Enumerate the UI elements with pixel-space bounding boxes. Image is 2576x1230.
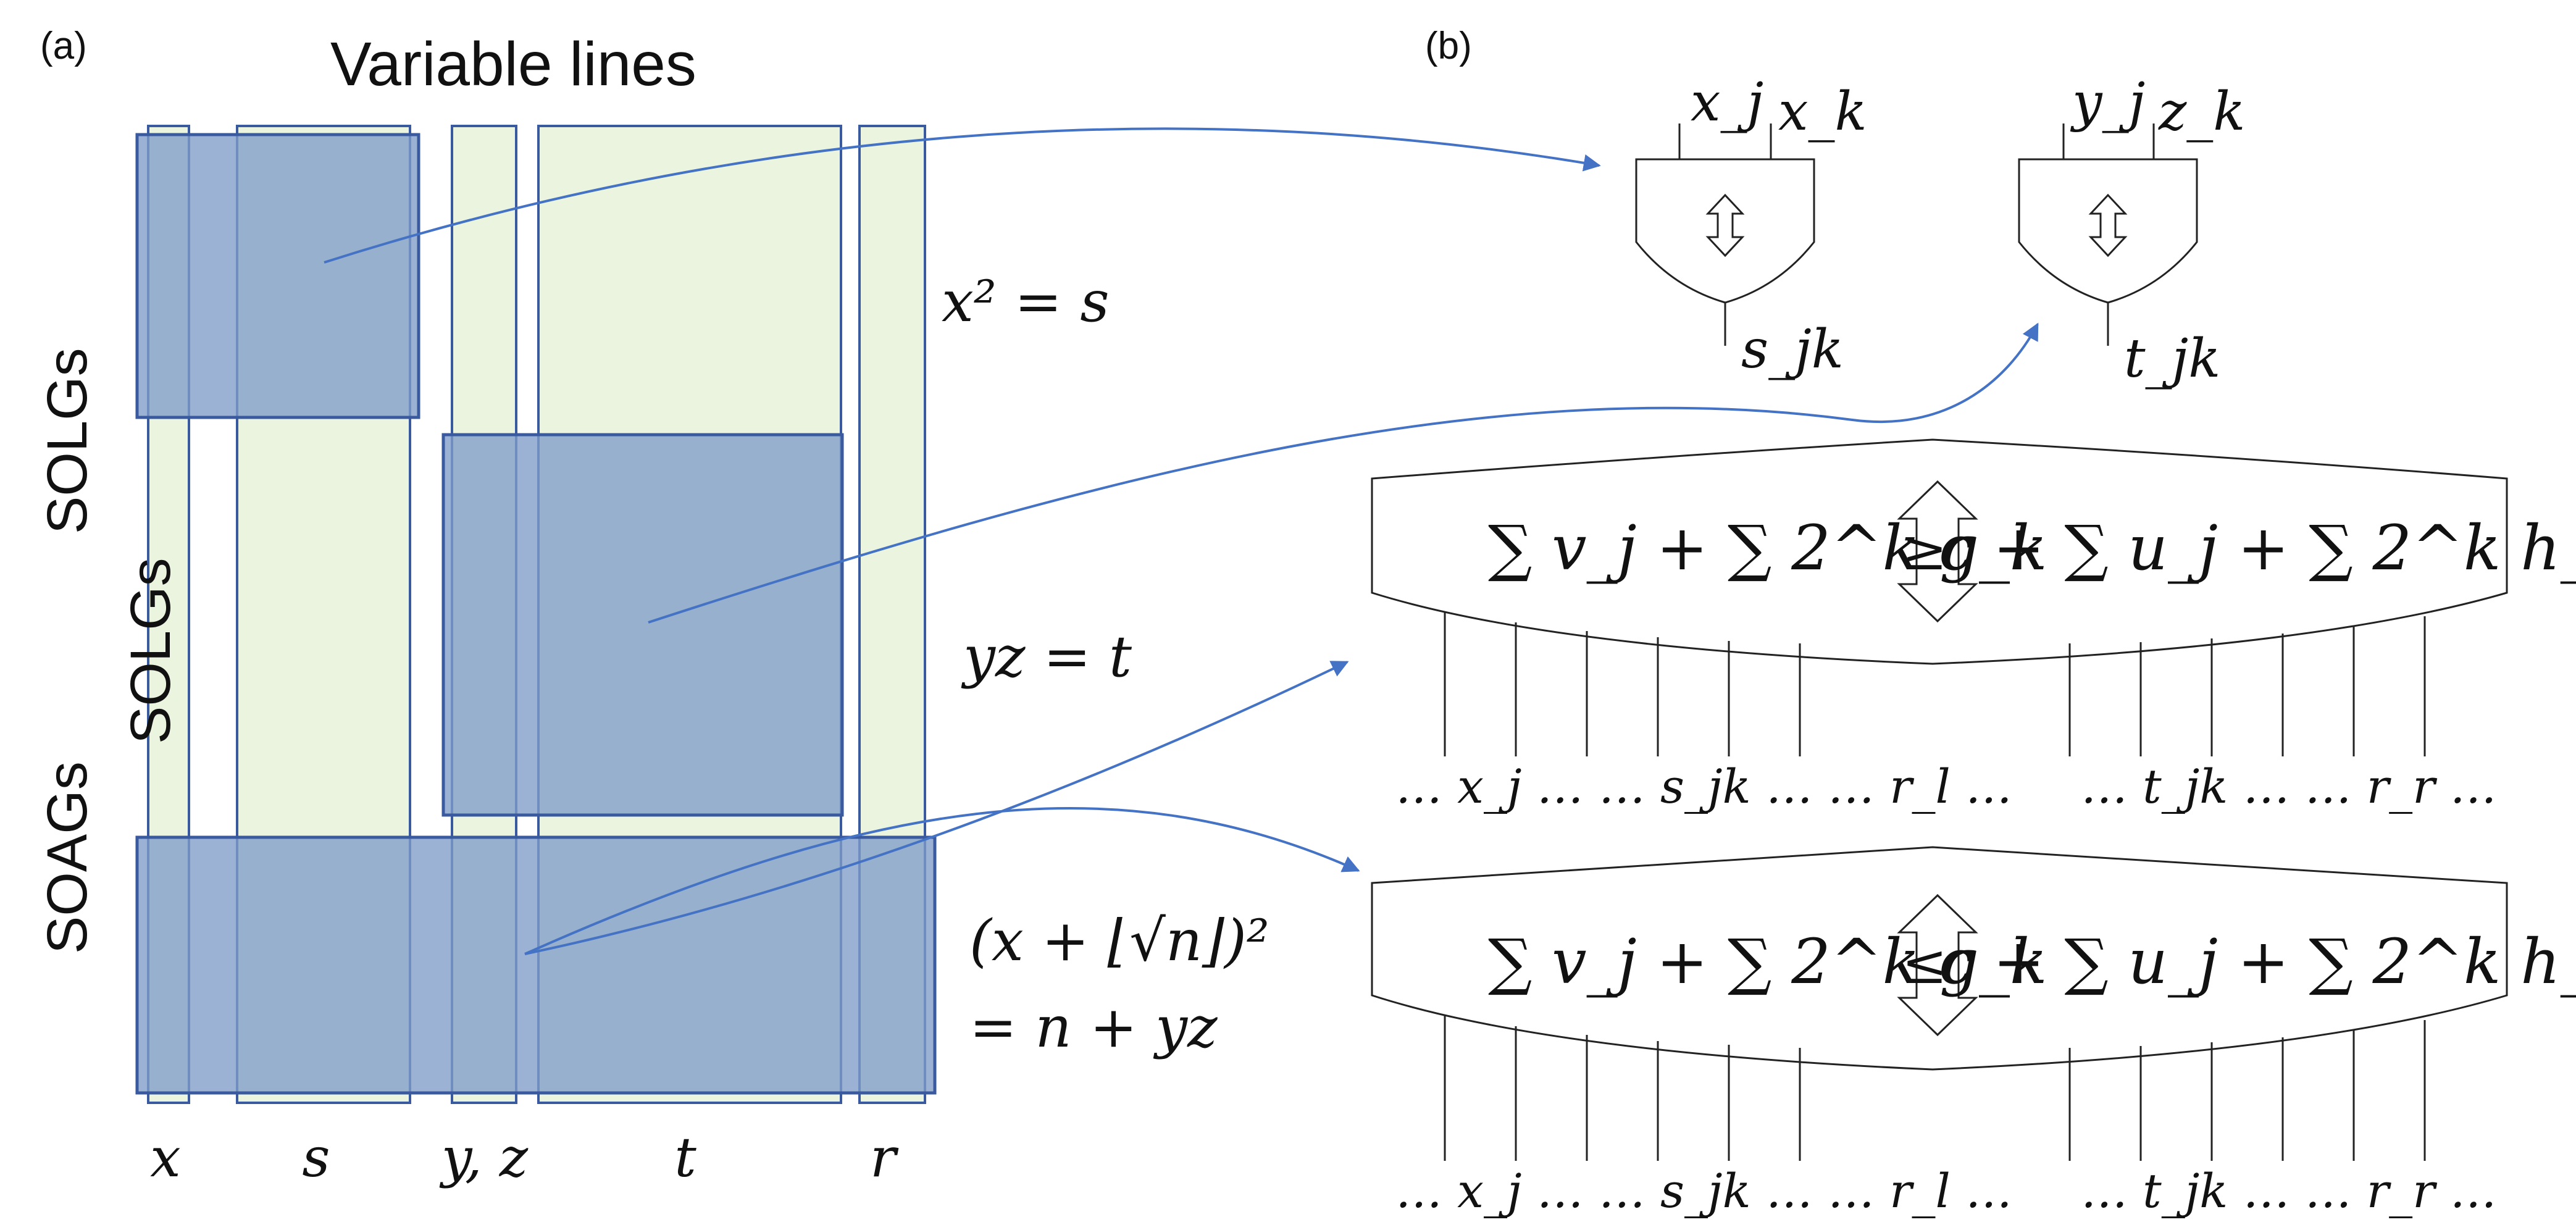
panel-a: (a) Variable lines SOLGs SOLGs SOAGs x s… [36, 25, 1269, 1189]
gate1-input-leads [1678, 123, 1772, 159]
solgs-block-square [135, 133, 420, 419]
gate2-input-leads [2062, 123, 2155, 159]
column-label-x: x [150, 1126, 181, 1189]
ineq1-bidirectional-icon [1897, 480, 1978, 623]
ineq1-lhs: ∑ v_j + ∑ 2^k g_k [1488, 512, 2047, 584]
ineq1-rhs: c + ∑ u_j + ∑ 2^k h_k [1939, 512, 2576, 584]
ineq2-bidirectional-icon [1897, 893, 1978, 1037]
inequality-gate-geq: ∑ v_j + ∑ 2^k g_k ≥ c + ∑ u_j + ∑ 2^k h_… [1371, 438, 2576, 814]
gate1-input-2: x_k [1778, 81, 1867, 143]
gate2-input-2: z_k [2158, 81, 2245, 143]
arrow-soags-to-ineq2 [524, 806, 1360, 955]
row-label-solgs-top: SOLGs [36, 348, 99, 534]
gate2-bidirectional-icon [2088, 193, 2128, 257]
connector-arrows [324, 127, 2039, 955]
ineq2-variables-left: … x_j … … s_jk … … r_l … [1395, 1163, 2012, 1218]
gate-product: y_j z_k t_jk [2018, 72, 2245, 390]
arrow-product-to-gate2 [648, 322, 2039, 624]
equation-square: x² = s [942, 269, 1110, 335]
column-label-s: s [302, 1126, 330, 1189]
column-labels: x s y, z t r [150, 1126, 899, 1189]
ineq1-operator: ≥ [1902, 519, 1947, 582]
gate2-input-1: y_j [2070, 72, 2145, 133]
solgs-block-product [441, 433, 844, 817]
ineq2-lhs: ∑ v_j + ∑ 2^k g_k [1488, 926, 2047, 998]
ineq2-variable-leads [1444, 1016, 2426, 1161]
equation-product: yz = t [961, 624, 1132, 690]
equation-main-line2: = n + yz [969, 994, 1218, 1060]
ineq2-operator: ≤ [1902, 932, 1947, 996]
panel-a-title: Variable lines [330, 30, 696, 99]
column-label-yz: y, z [439, 1126, 529, 1189]
row-label-soags: SOAGs [36, 761, 99, 954]
panel-a-label: (a) [40, 25, 87, 67]
gate1-body [1635, 158, 1815, 304]
gate-square: x_j x_k s_jk [1635, 72, 1867, 380]
gate1-bidirectional-icon [1705, 193, 1745, 257]
gate2-output: t_jk [2124, 328, 2220, 390]
ineq1-variables-left: … x_j … … s_jk … … r_l … [1395, 759, 2012, 814]
ineq2-rhs: c + ∑ u_j + ∑ 2^k h_k [1939, 926, 2576, 998]
column-label-t: t [674, 1126, 696, 1189]
panel-b: (b) x_j x_k s_jk y_j z_k t_jk ∑ v_j + [1371, 25, 2576, 1218]
inequality-gate-leq: ∑ v_j + ∑ 2^k g_k ≤ c + ∑ u_j + ∑ 2^k h_… [1371, 846, 2576, 1218]
arrow-square-to-gate1 [324, 127, 1601, 264]
column-label-r: r [870, 1126, 899, 1189]
ineq1-variable-leads [1444, 611, 2426, 756]
gate2-body [2018, 158, 2198, 304]
gate1-output: s_jk [1741, 319, 1844, 380]
ineq2-variables-right: … t_jk … … r_r … [2081, 1163, 2497, 1218]
equation-main-line1: (x + ⌊√n⌋)² [969, 908, 1269, 974]
gate1-input-1: x_j [1691, 72, 1763, 133]
ineq1-variables-right: … t_jk … … r_r … [2081, 759, 2497, 814]
arrow-soags-to-ineq1 [524, 661, 1349, 955]
ineq2-body [1371, 846, 2508, 1071]
ineq1-body [1371, 438, 2508, 665]
row-label-solgs-middle: SOLGs [119, 558, 182, 744]
panel-b-label: (b) [1425, 25, 1472, 67]
